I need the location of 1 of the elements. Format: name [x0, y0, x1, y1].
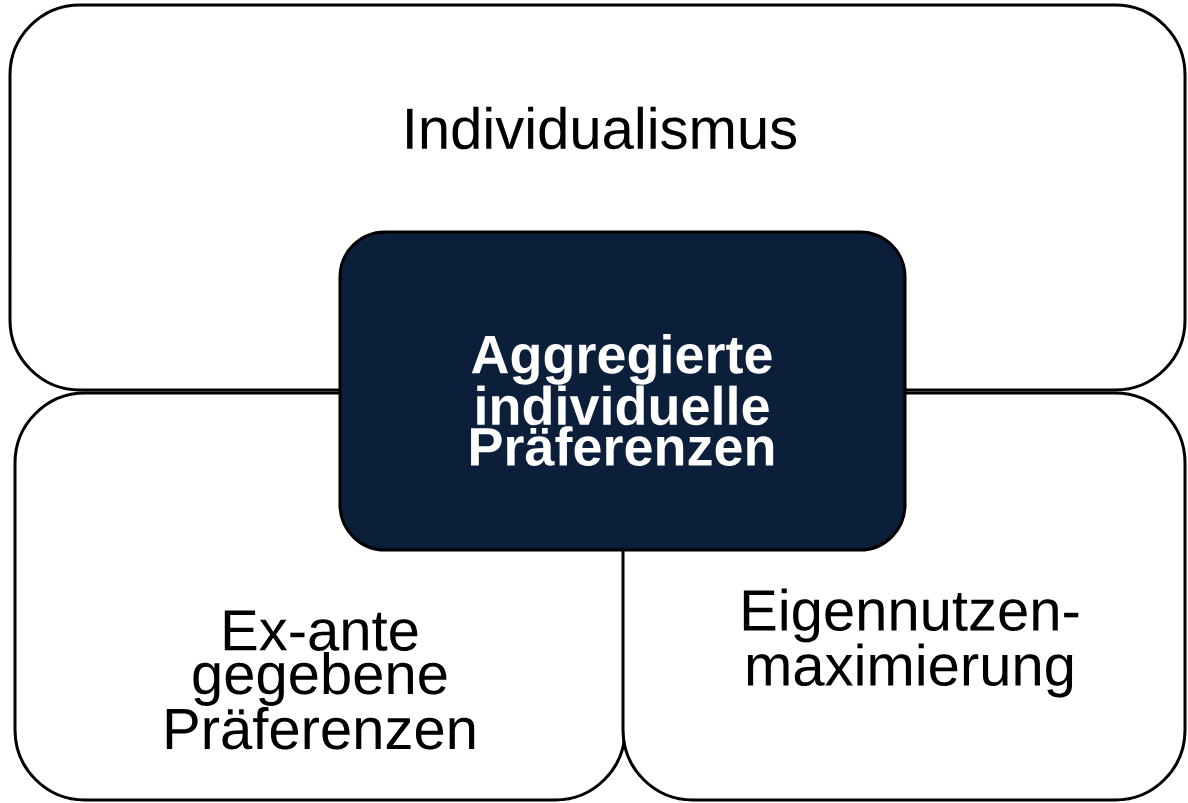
highlight-box: Aggregierte individuelle Präferenzen — [338, 230, 907, 552]
